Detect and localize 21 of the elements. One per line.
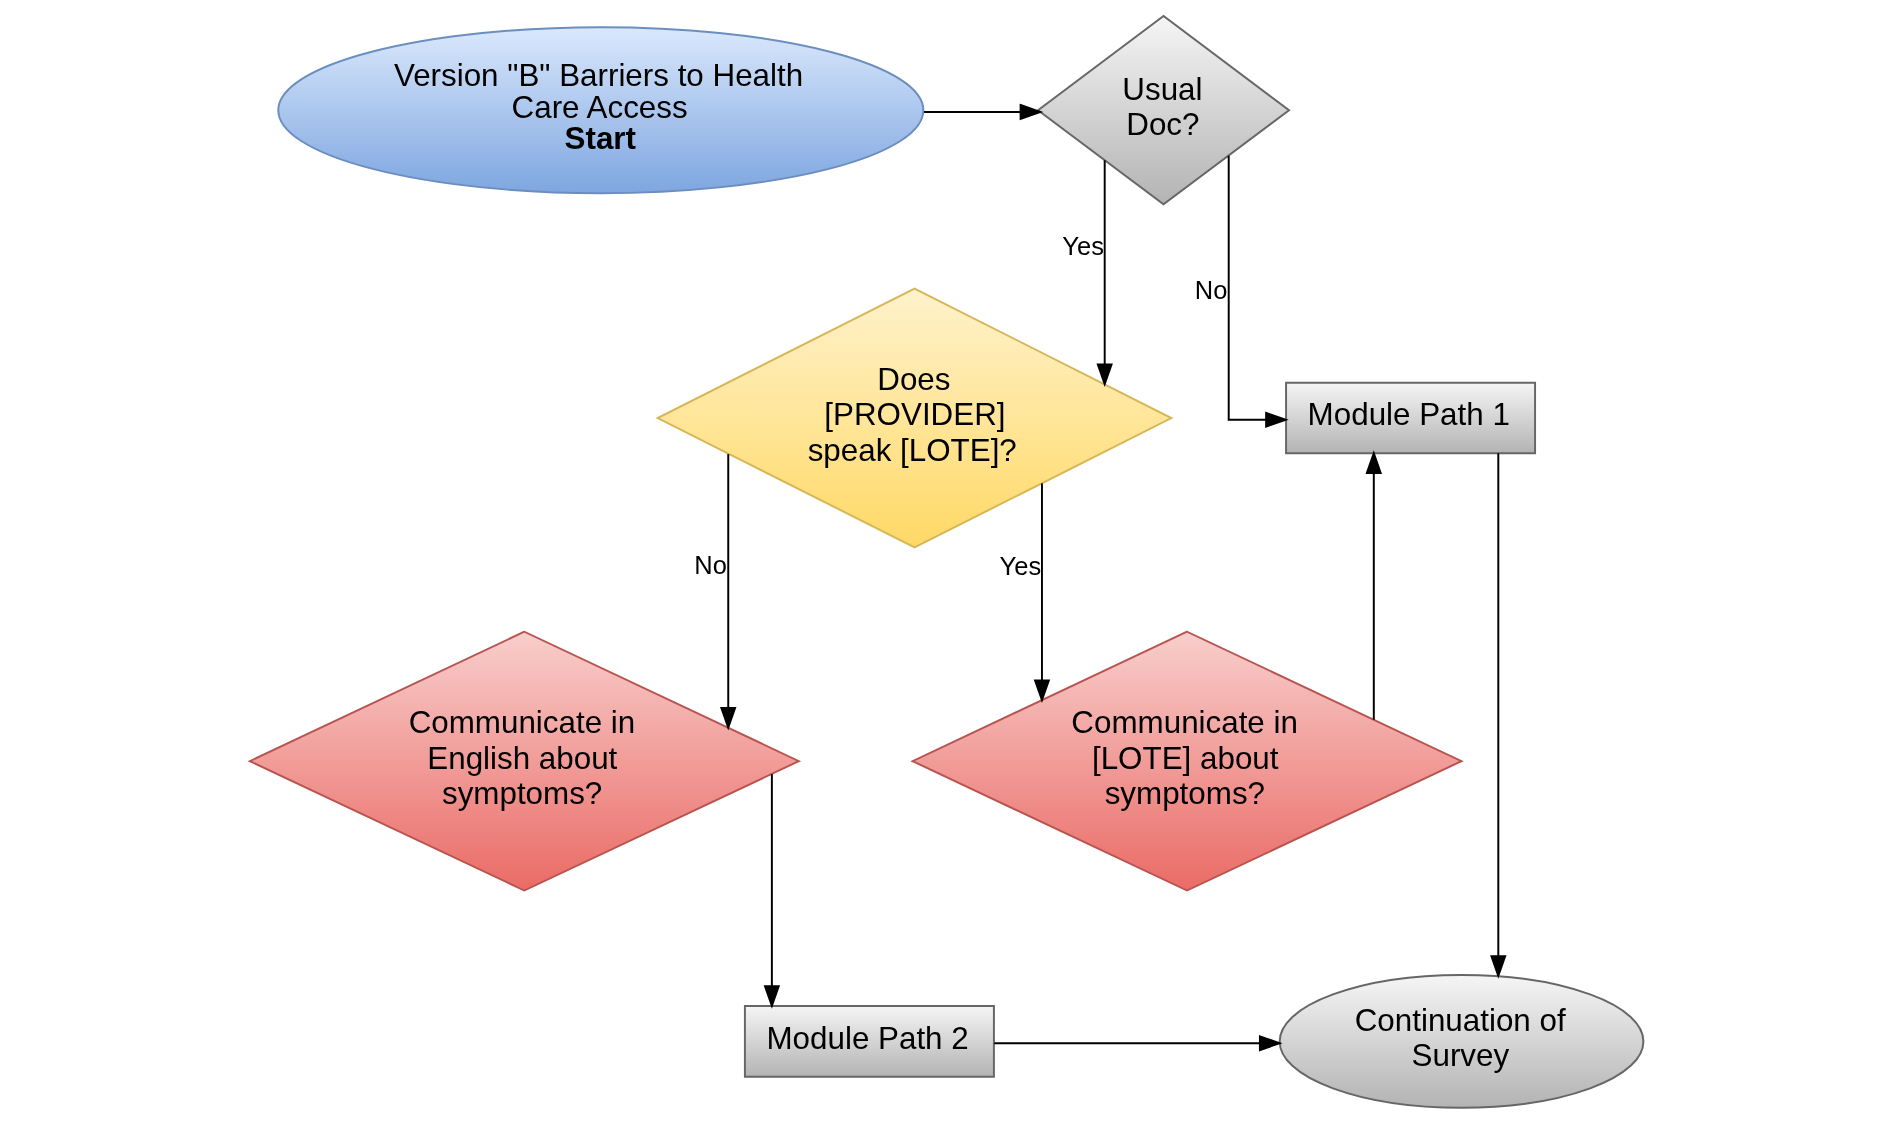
arrow bbox=[1365, 450, 1383, 721]
edge-label: No bbox=[1194, 276, 1228, 305]
edge-label: Yes bbox=[999, 551, 1042, 580]
node-diamond: Does [PROVIDER] speak [LOTE]? bbox=[655, 287, 1174, 549]
arrow bbox=[720, 453, 737, 731]
arrow bbox=[1227, 154, 1289, 428]
arrow bbox=[923, 103, 1044, 121]
arrow bbox=[993, 1035, 1283, 1052]
arrow bbox=[1490, 452, 1507, 979]
node-ellipse: Version "B" Barriers to Health Care Access Start bbox=[277, 26, 925, 195]
edge-label: Yes bbox=[1062, 232, 1104, 261]
node-diamond: Usual Doc? bbox=[1036, 14, 1291, 206]
node-diamond: Communicate in English about symptoms? bbox=[247, 630, 802, 892]
node-diamond: Communicate in [LOTE] about symptoms? bbox=[910, 630, 1464, 892]
node-box: Module Path 2 bbox=[743, 1005, 995, 1078]
edge-label: No bbox=[694, 550, 727, 579]
arrow bbox=[1096, 159, 1113, 388]
node-ellipse: Continuation of Survey bbox=[1278, 974, 1645, 1109]
arrow bbox=[1033, 482, 1051, 703]
arrow bbox=[763, 772, 781, 1009]
node-box: Module Path 1 bbox=[1285, 381, 1537, 455]
